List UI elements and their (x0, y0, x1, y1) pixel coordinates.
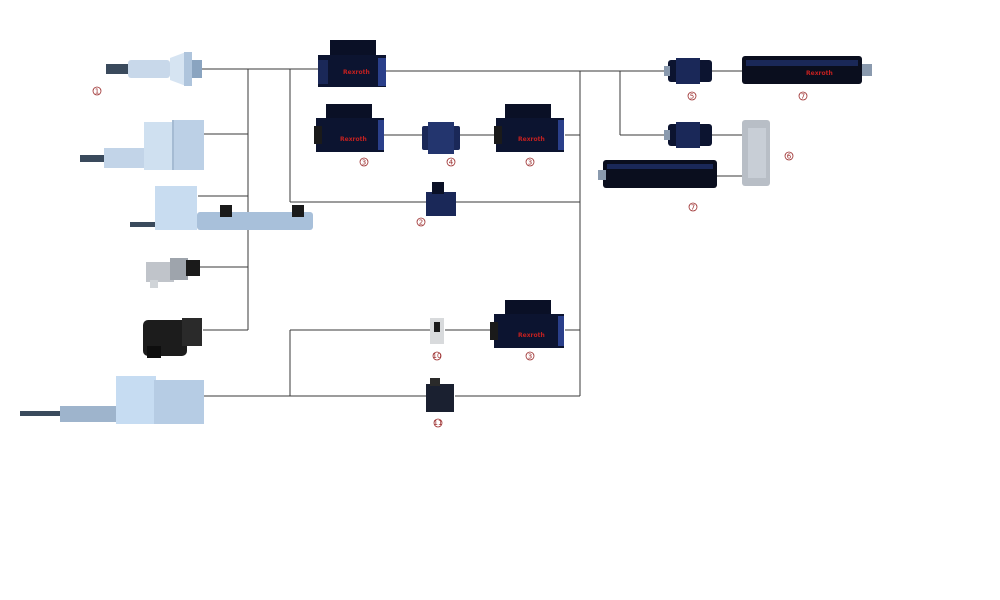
adapter-part (426, 378, 454, 412)
connection-lines (198, 68, 742, 397)
long-linear-unit (130, 186, 313, 230)
label-3-mid: 3 (528, 159, 532, 167)
label-1: 1 (95, 88, 99, 96)
brand-logo: Rexroth (518, 136, 545, 143)
servo-motor-mid: Rexroth (494, 104, 564, 152)
angle-gear-black (143, 318, 202, 358)
brand-logo: Rexroth (343, 69, 370, 76)
angle-adapter (742, 120, 770, 186)
label-3-lower: 3 (528, 353, 532, 361)
linear-actuator (80, 120, 204, 170)
label-6: 6 (787, 153, 792, 161)
label-4: 4 (449, 159, 454, 167)
servo-motor-top: Rexroth (318, 40, 386, 87)
big-linear-unit (20, 376, 204, 424)
angle-gear-small (146, 258, 200, 288)
planetary-gearbox-mid (664, 122, 712, 148)
brand-logo: Rexroth (518, 332, 545, 339)
servo-motor-left: Rexroth (314, 104, 384, 152)
label-7-top: 7 (801, 93, 805, 101)
label-11: 11 (434, 419, 443, 427)
label-10: 10 (433, 352, 442, 360)
long-motor-top: Rexroth (742, 56, 872, 84)
planetary-gearbox-top (664, 58, 712, 84)
long-motor-bottom (598, 160, 717, 188)
label-2: 2 (419, 219, 423, 227)
gear-stage (426, 182, 456, 216)
coupling (422, 122, 460, 154)
flange-part (430, 318, 444, 344)
brand-logo: Rexroth (340, 136, 367, 143)
servo-motor-lower: Rexroth (490, 300, 564, 348)
label-5: 5 (690, 93, 694, 101)
label-7-bottom: 7 (691, 204, 695, 212)
spindle-tool (106, 52, 202, 86)
brand-logo: Rexroth (806, 70, 833, 77)
label-3-left: 3 (362, 159, 366, 167)
